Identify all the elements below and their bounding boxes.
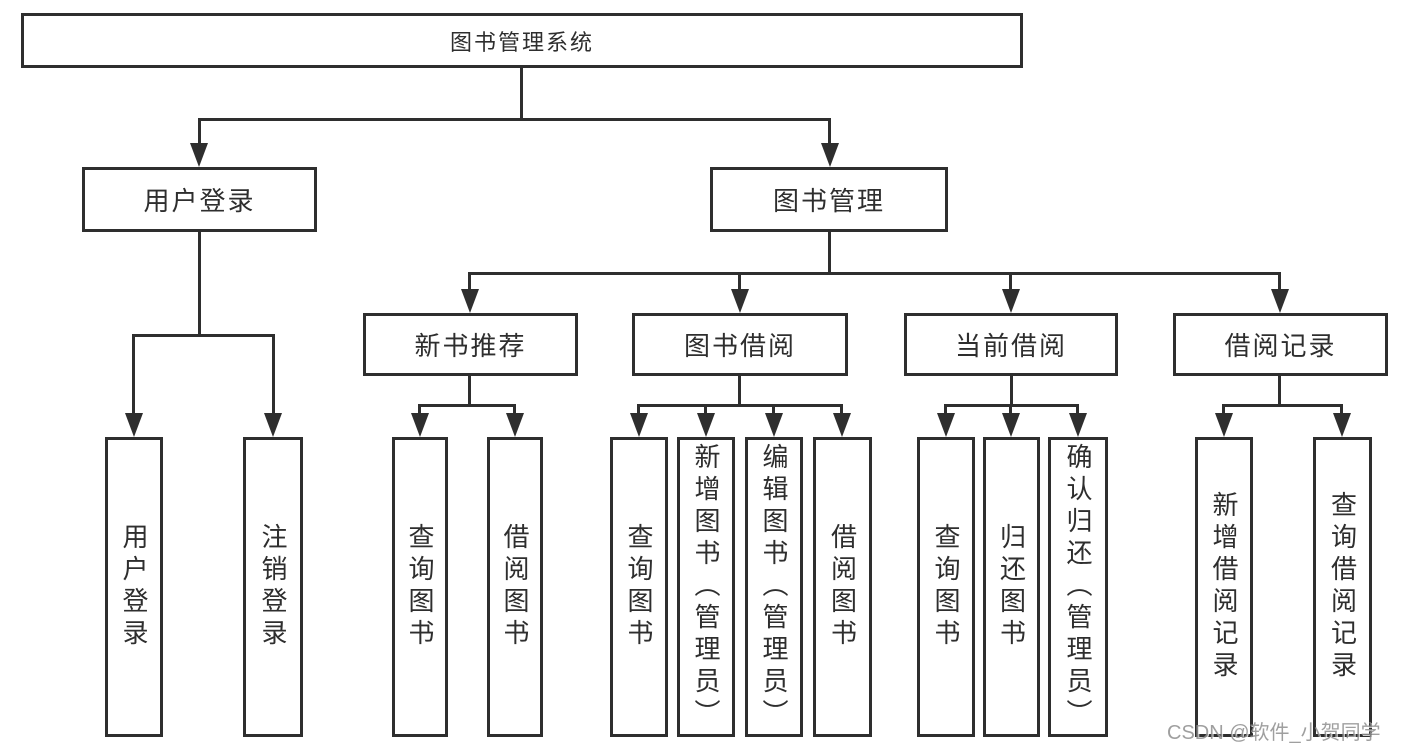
leaf-label: 借阅图书 xyxy=(827,523,858,651)
connector-drop xyxy=(704,404,707,415)
leaf-label: 查询图书 xyxy=(405,523,435,651)
arrowhead xyxy=(461,289,479,313)
arrowhead xyxy=(190,143,208,167)
leaf-label: 归还图书 xyxy=(996,523,1027,651)
leaf-label: 查询图书 xyxy=(624,523,654,651)
connector-root-stem xyxy=(520,68,523,120)
connector-book-mgmt-stem xyxy=(828,232,831,273)
arrowhead xyxy=(1002,413,1020,437)
connector-drop xyxy=(828,118,831,145)
connector-borrow-records-stem xyxy=(1278,376,1281,405)
arrowhead xyxy=(821,143,839,167)
leaf-user-login: 用户登录 xyxy=(105,437,163,737)
connector-drop xyxy=(468,272,471,291)
node-user-login: 用户登录 xyxy=(82,167,317,232)
connector-drop xyxy=(772,404,775,415)
leaf-label: 新增借阅记录 xyxy=(1209,491,1239,683)
arrowhead xyxy=(1069,413,1087,437)
connector-drop xyxy=(1076,404,1079,415)
leaf-cb-confirm-return-admin: 确认归还（管理员） xyxy=(1048,437,1108,737)
node-book-management: 图书管理 xyxy=(710,167,948,232)
connector-drop xyxy=(272,334,275,415)
node-current-borrow: 当前借阅 xyxy=(904,313,1118,376)
leaf-logout: 注销登录 xyxy=(243,437,303,737)
node-book-borrow: 图书借阅 xyxy=(632,313,848,376)
connector-drop xyxy=(738,272,741,291)
leaf-cb-return-books: 归还图书 xyxy=(983,437,1040,737)
arrowhead xyxy=(630,413,648,437)
connector-drop xyxy=(1009,272,1012,291)
arrowhead xyxy=(1333,413,1351,437)
connector-drop xyxy=(513,404,516,415)
connector-bus-level1 xyxy=(199,118,830,121)
leaf-bb-borrow-books: 借阅图书 xyxy=(813,437,872,737)
arrowhead xyxy=(1271,289,1289,313)
connector-drop xyxy=(1278,272,1281,291)
connector-bus-new-book xyxy=(420,404,515,407)
leaf-br-query-record: 查询借阅记录 xyxy=(1313,437,1372,737)
leaf-label: 查询图书 xyxy=(931,523,961,651)
connector-bus-borrow-records xyxy=(1224,404,1342,407)
node-label: 新书推荐 xyxy=(414,331,527,361)
node-label: 图书管理系统 xyxy=(449,29,594,55)
node-label: 图书管理 xyxy=(772,186,885,216)
connector-bus-user-login xyxy=(134,334,273,337)
connector-drop xyxy=(1222,404,1225,415)
leaf-bb-add-books-admin: 新增图书（管理员） xyxy=(677,437,735,737)
arrowhead xyxy=(1215,413,1233,437)
node-library-system: 图书管理系统 xyxy=(21,13,1023,68)
leaf-label: 借阅图书 xyxy=(500,523,530,651)
leaf-bb-edit-books-admin: 编辑图书（管理员） xyxy=(745,437,803,737)
connector-new-book-stem xyxy=(468,376,471,405)
connector-drop xyxy=(944,404,947,415)
arrowhead xyxy=(765,413,783,437)
connector-drop xyxy=(132,334,135,415)
connector-drop xyxy=(198,118,201,145)
arrowhead xyxy=(506,413,524,437)
leaf-label: 编辑图书（管理员） xyxy=(759,443,789,731)
connector-drop xyxy=(1340,404,1343,415)
node-borrow-records: 借阅记录 xyxy=(1173,313,1388,376)
leaf-cb-query-books: 查询图书 xyxy=(917,437,975,737)
node-label: 借阅记录 xyxy=(1224,331,1337,361)
arrowhead xyxy=(411,413,429,437)
node-new-book-recommend: 新书推荐 xyxy=(363,313,578,376)
connector-drop xyxy=(418,404,421,415)
leaf-bb-query-books: 查询图书 xyxy=(610,437,668,737)
connector-drop xyxy=(840,404,843,415)
leaf-br-add-record: 新增借阅记录 xyxy=(1195,437,1253,737)
arrowhead xyxy=(697,413,715,437)
connector-drop xyxy=(1009,404,1012,415)
leaf-nb-query-books: 查询图书 xyxy=(392,437,448,737)
leaf-label: 确认归还（管理员） xyxy=(1063,443,1093,731)
connector-drop xyxy=(637,404,640,415)
arrowhead xyxy=(1002,289,1020,313)
node-label: 用户登录 xyxy=(143,186,256,216)
leaf-label: 查询借阅记录 xyxy=(1327,491,1358,683)
connector-current-borrow-stem xyxy=(1010,376,1013,405)
connector-bus-level2 xyxy=(470,272,1280,275)
csdn-watermark: CSDN @软件_小贺同学 xyxy=(1167,722,1381,744)
arrowhead xyxy=(264,413,282,437)
node-label: 当前借阅 xyxy=(954,331,1067,361)
leaf-label: 注销登录 xyxy=(258,523,288,651)
connector-bus-book-borrow xyxy=(639,404,842,407)
connector-book-borrow-stem xyxy=(738,376,741,405)
leaf-label: 用户登录 xyxy=(119,523,149,651)
leaf-nb-borrow-books: 借阅图书 xyxy=(487,437,543,737)
arrowhead xyxy=(125,413,143,437)
node-label: 图书借阅 xyxy=(683,331,796,361)
arrowhead xyxy=(731,289,749,313)
arrowhead xyxy=(833,413,851,437)
connector-user-login-stem xyxy=(198,232,201,335)
connector-bus-current-borrow xyxy=(946,404,1078,407)
leaf-label: 新增图书（管理员） xyxy=(691,443,721,731)
arrowhead xyxy=(937,413,955,437)
